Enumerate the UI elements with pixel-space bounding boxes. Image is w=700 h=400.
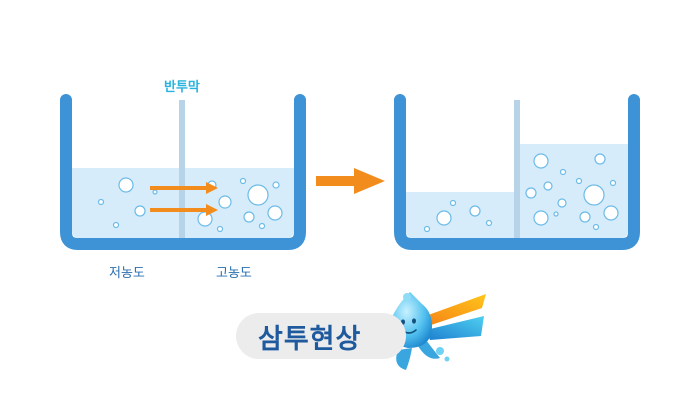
flow-arrows: [150, 182, 218, 216]
flow-arrow: [150, 204, 218, 216]
water-drop-mascot-icon: [376, 292, 486, 370]
bubble: [134, 205, 146, 217]
bubble: [579, 211, 591, 223]
flow-arrow: [150, 182, 218, 194]
bubble: [583, 184, 605, 206]
title-badge: [236, 313, 406, 359]
bubble: [216, 225, 224, 233]
diagram-title: 삼투현상: [258, 324, 362, 355]
bubble: [553, 211, 559, 217]
blue-ray: [426, 316, 484, 340]
mascot-eye: [412, 318, 416, 324]
splash-drop: [444, 356, 450, 362]
bubble: [218, 195, 232, 209]
right-water-low: [406, 192, 516, 238]
left-beaker: [60, 94, 306, 250]
bubble: [423, 225, 431, 233]
mascot-leg: [396, 348, 412, 370]
bubble: [436, 210, 452, 226]
bubble: [594, 153, 606, 165]
orange-ray: [420, 294, 486, 326]
bubble: [557, 198, 567, 208]
bubble: [247, 184, 269, 206]
bubble: [197, 211, 213, 227]
splash-drop: [436, 347, 444, 355]
right-beaker-outline: [394, 94, 640, 250]
right-beaker: [394, 94, 640, 250]
bubble: [533, 210, 549, 226]
bubble: [533, 153, 549, 169]
bubble: [603, 205, 619, 221]
left-beaker-outline: [60, 94, 306, 250]
mascot-leg: [418, 340, 440, 359]
bubble: [243, 211, 255, 223]
bubble: [112, 221, 120, 229]
bubble: [592, 223, 600, 231]
bubble: [609, 179, 617, 187]
bubble: [267, 205, 283, 221]
membrane-label: 반투막: [164, 80, 200, 95]
high-concentration-label: 고농도: [216, 266, 252, 281]
bubble: [575, 177, 583, 185]
bubble: [485, 219, 493, 227]
right-arrow-icon: [316, 168, 385, 194]
bubble: [469, 205, 481, 217]
mascot-topknot: [403, 293, 411, 301]
low-concentration-label: 저농도: [109, 266, 145, 281]
left-membrane: [179, 100, 185, 238]
bubble: [559, 168, 567, 176]
right-bubbles: [423, 153, 619, 233]
left-bubbles: [97, 177, 283, 233]
bubble: [118, 177, 134, 193]
bubble: [152, 189, 158, 195]
bubble: [258, 222, 266, 230]
right-membrane: [514, 100, 520, 238]
bubble: [525, 187, 537, 199]
bubble: [97, 198, 105, 206]
bubble: [449, 199, 457, 207]
bubble: [272, 181, 280, 189]
bubble: [543, 181, 553, 191]
bubble: [239, 177, 247, 185]
